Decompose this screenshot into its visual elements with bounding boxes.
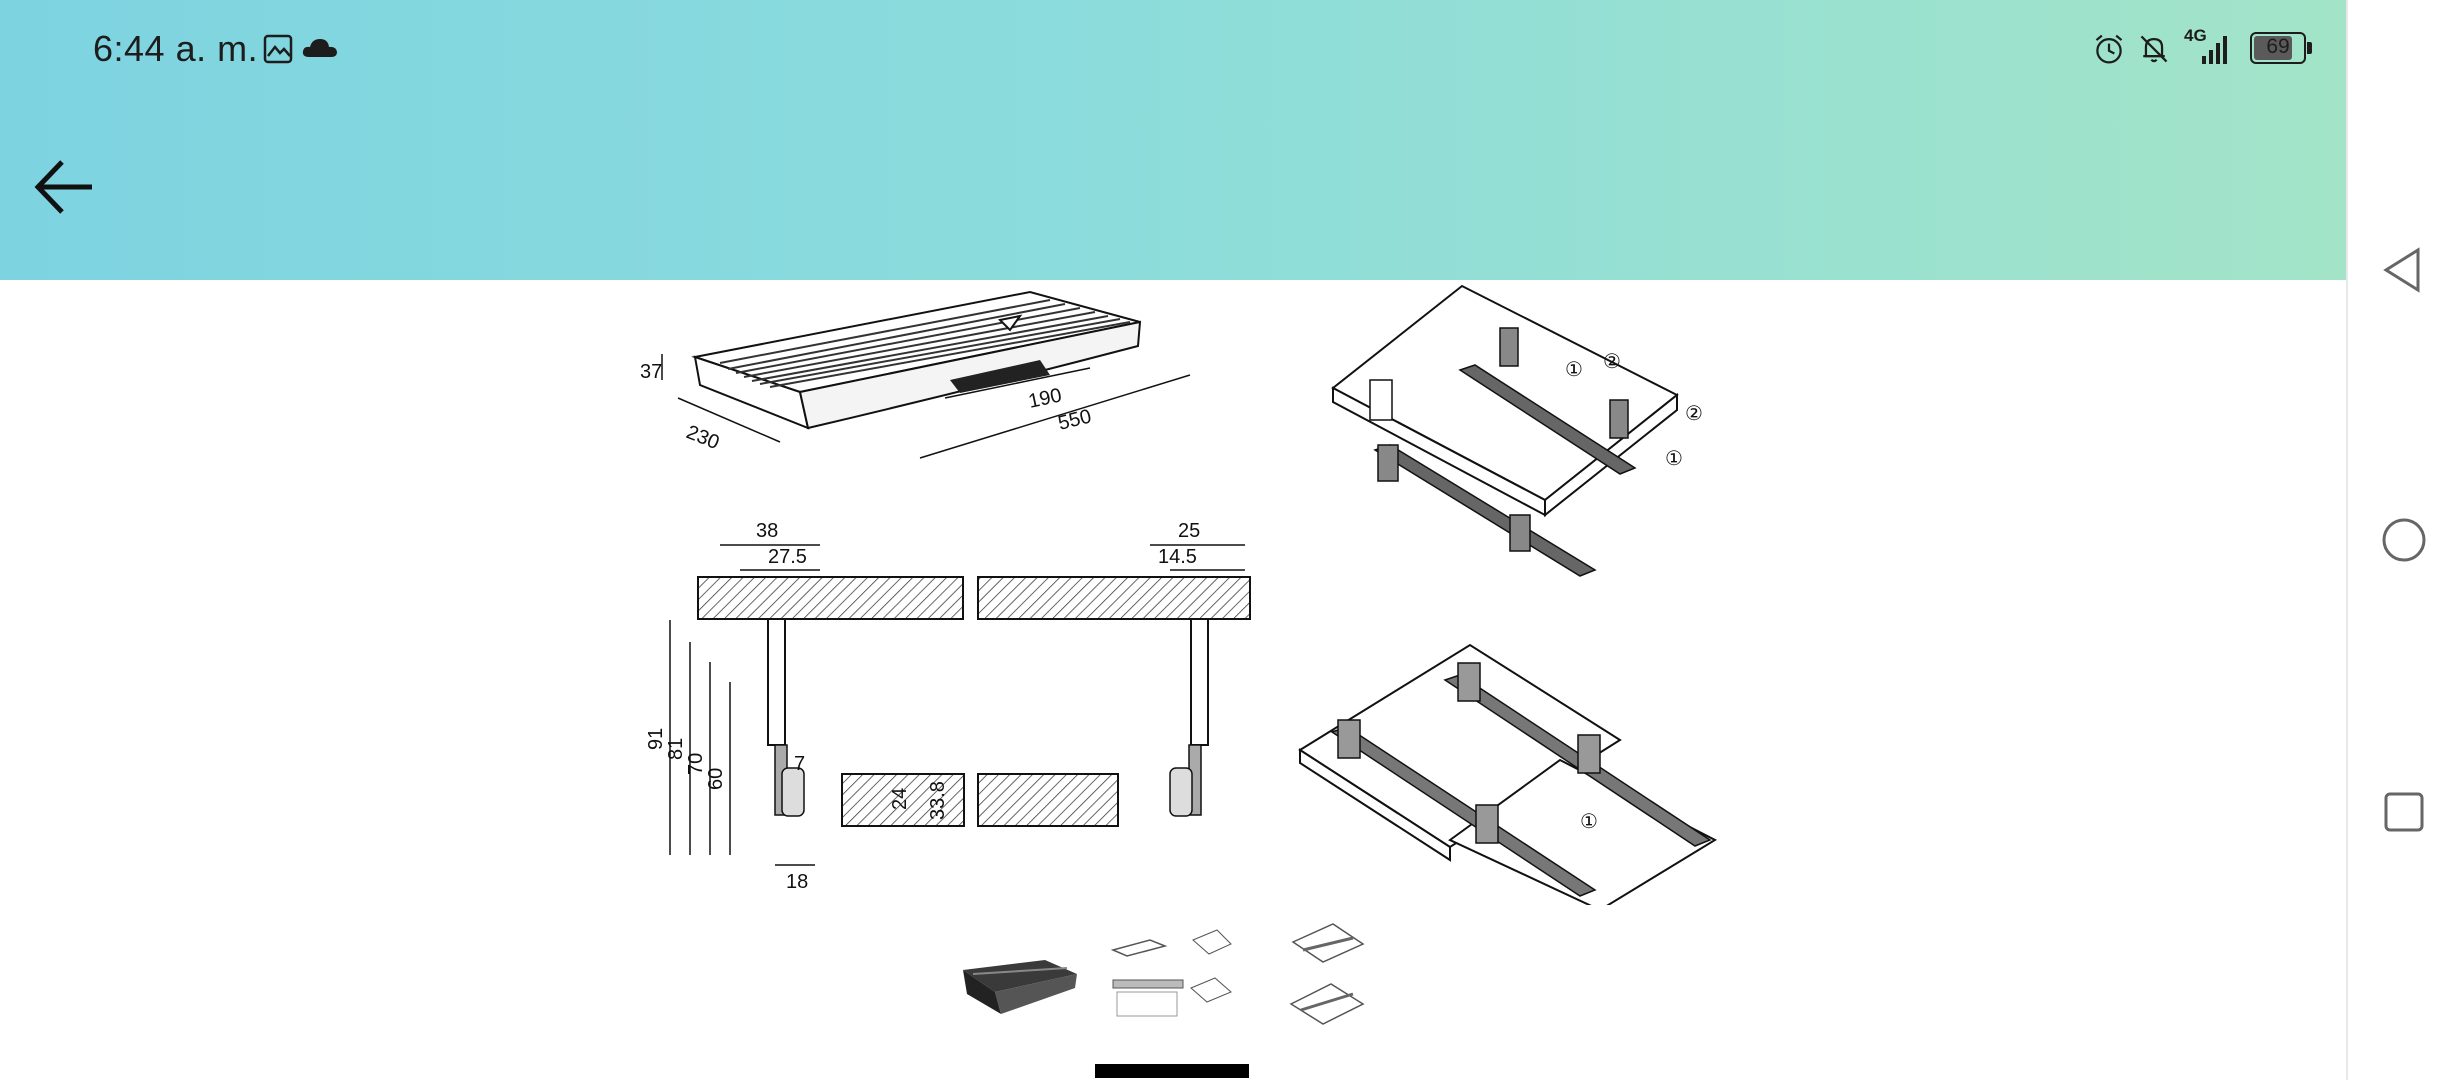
dim-25: 25 <box>1178 520 1200 542</box>
dim-27-5: 27.5 <box>768 546 807 568</box>
dim-24: 24 <box>889 788 911 810</box>
cloud-icon <box>302 39 337 57</box>
thumbnail-dimension-drawing[interactable] <box>1105 922 1235 1032</box>
callout-2-top: ② <box>1603 351 1621 373</box>
dim-37: 37 <box>640 361 662 383</box>
system-nav-bar <box>2346 0 2460 1080</box>
header-bar: 6:44 a. m. 4G <box>0 0 2346 280</box>
assembly-view-bottom: ① <box>1298 643 1718 905</box>
technical-drawing[interactable]: 37 230 190 550 ① ② ② ① <box>610 280 1730 905</box>
arrow-left-icon[interactable] <box>30 152 100 222</box>
status-bar: 6:44 a. m. 4G <box>0 0 2346 100</box>
thumbnail-assembly-drawing[interactable] <box>1283 922 1413 1032</box>
home-circle-icon[interactable] <box>2376 512 2432 568</box>
dim-38: 38 <box>756 520 778 542</box>
callout-1-side: ① <box>1665 448 1683 470</box>
status-time: 6:44 a. m. <box>93 28 259 69</box>
cross-section-view: 38 27.5 25 14.5 91 81 70 60 7 24 33.8 18 <box>645 520 1251 893</box>
battery-level: 69 <box>2266 35 2290 58</box>
battery-icon: 69 <box>2250 32 2312 64</box>
dim-18: 18 <box>786 871 808 893</box>
dim-14-5: 14.5 <box>1158 546 1197 568</box>
bell-off-icon <box>2140 35 2168 63</box>
alarm-icon <box>2095 34 2123 64</box>
dim-550: 550 <box>1056 405 1094 434</box>
network-type-label: 4G <box>2184 26 2207 45</box>
dim-81: 81 <box>665 738 687 760</box>
gallery-icon <box>263 34 293 64</box>
dim-33-8: 33.8 <box>927 781 949 820</box>
dim-190: 190 <box>1026 384 1063 412</box>
callout-1-top: ① <box>1565 359 1583 381</box>
dim-60: 60 <box>705 768 727 790</box>
app-window: 6:44 a. m. 4G <box>0 0 2346 1080</box>
dim-7: 7 <box>794 753 805 775</box>
thumbnail-product-photo[interactable] <box>955 922 1085 1032</box>
dim-230: 230 <box>683 421 722 454</box>
back-triangle-icon[interactable] <box>2376 242 2432 298</box>
assembly-view-top: ① ② ② ① <box>1331 284 1703 577</box>
recents-square-icon[interactable] <box>2376 784 2432 840</box>
tray-isometric-view: 37 230 190 550 <box>640 290 1191 459</box>
callout-1-bottom: ① <box>1580 811 1598 833</box>
callout-2-side: ② <box>1685 403 1703 425</box>
dim-91: 91 <box>645 728 667 750</box>
selected-thumbnail-indicator <box>1095 1064 1249 1078</box>
signal-4g-icon: 4G <box>2180 26 2228 68</box>
dim-70: 70 <box>685 753 707 775</box>
